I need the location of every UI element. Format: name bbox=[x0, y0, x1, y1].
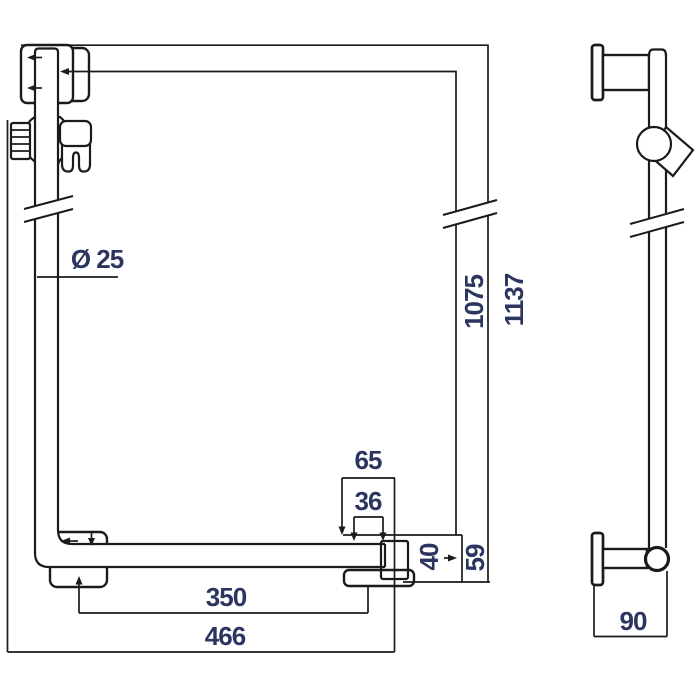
dim-466-label: 466 bbox=[205, 621, 246, 651]
rail-tube-fill bbox=[35, 50, 58, 555]
rail-tube-outline bbox=[33, 47, 387, 569]
dim-59-label: 59 bbox=[460, 544, 490, 571]
top-bracket-screw-arrows bbox=[27, 54, 42, 92]
dim-1137-label: 1137 bbox=[499, 273, 529, 326]
side-holder-pivot bbox=[635, 125, 673, 163]
end-extension-lines bbox=[343, 534, 490, 583]
dim-1075-label: 1075 bbox=[459, 275, 489, 329]
dim-diameter-label: Ø 25 bbox=[71, 244, 124, 274]
side-tube-top-cap bbox=[647, 48, 668, 57]
dim-line-36 bbox=[353, 516, 384, 533]
tube-outer-edge bbox=[33, 52, 385, 569]
side-top-wall-bracket bbox=[590, 43, 651, 102]
dim-350-label: 350 bbox=[206, 582, 247, 612]
side-bottom-wall-bracket bbox=[590, 531, 671, 587]
side-top-arm bbox=[601, 53, 651, 92]
side-view-dimensions: 90 bbox=[593, 571, 668, 638]
rail-break-mark bbox=[23, 195, 74, 223]
dim-line-1075 bbox=[68, 70, 457, 535]
dim-36-label: 36 bbox=[355, 486, 382, 516]
adjustment-knob bbox=[9, 121, 32, 161]
dim-line-350 bbox=[78, 583, 369, 614]
holder-fork bbox=[60, 138, 92, 173]
side-shower-holder bbox=[635, 125, 695, 178]
dim-90-label: 90 bbox=[620, 606, 647, 636]
dim-40-label: 40 bbox=[414, 543, 444, 570]
side-top-plate bbox=[590, 43, 605, 102]
side-bottom-arm bbox=[601, 547, 649, 570]
tube-inner-edge bbox=[56, 52, 385, 546]
bottom-bar-fill bbox=[35, 520, 387, 566]
dim-line-1137 bbox=[21, 44, 489, 582]
side-bottom-plate bbox=[590, 531, 605, 587]
dim-line-65 bbox=[341, 477, 396, 652]
holder-cup-bracket bbox=[58, 119, 93, 148]
front-view-dimensions: 1075 1137 65 36 40 59 350 466 Ø 25 bbox=[6, 44, 529, 653]
dim-line-466 bbox=[6, 120, 395, 653]
front-view bbox=[9, 43, 416, 589]
side-view: 90 bbox=[590, 43, 695, 638]
dim-diameter: Ø 25 bbox=[37, 244, 125, 278]
side-break-mark bbox=[629, 208, 685, 238]
side-bottom-knuckle bbox=[643, 545, 671, 573]
dim-line-90 bbox=[593, 571, 668, 638]
tube-top-cap bbox=[33, 47, 60, 53]
end-lower-plate bbox=[342, 568, 416, 588]
side-tube-fill bbox=[650, 50, 665, 548]
bottom-bracket-screw-arrows bbox=[61, 533, 95, 546]
dim-65-label: 65 bbox=[355, 445, 382, 475]
dimension-break-mark bbox=[442, 199, 498, 229]
